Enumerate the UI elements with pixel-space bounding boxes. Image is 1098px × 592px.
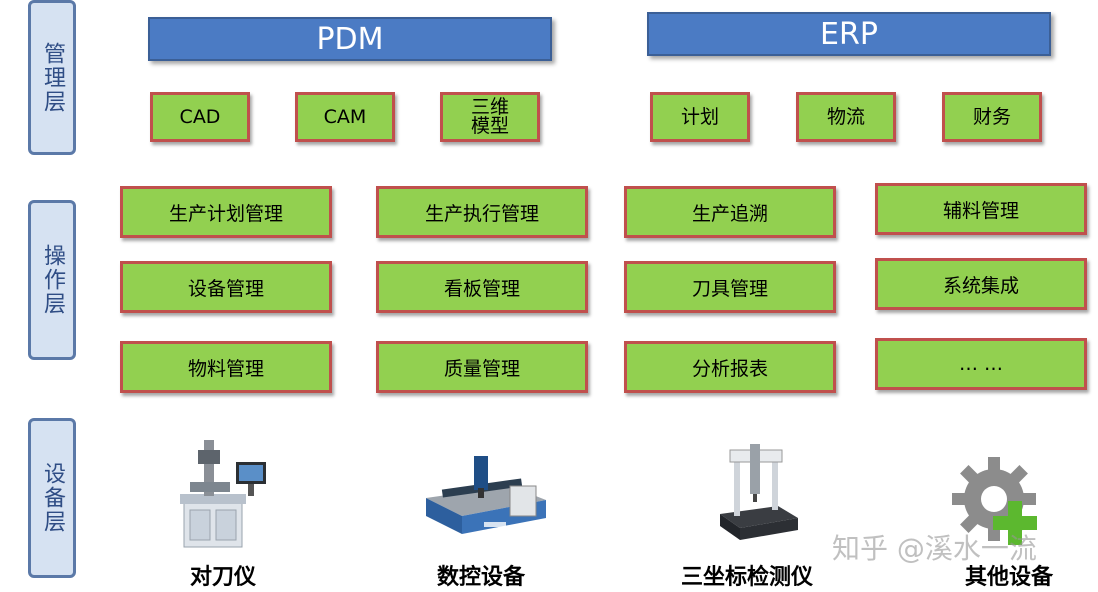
management-layer-text: 管理层 [40,41,65,114]
kanban-management-module: 看板管理 [376,261,588,313]
tool-management-module: 刀具管理 [624,261,836,313]
system-integration-module: 系统集成 [875,258,1087,310]
3d-model-line2: 模型 [470,115,509,137]
erp-banner: ERP [647,12,1051,56]
analysis-reports-module: 分析报表 [624,341,836,393]
more-modules: … … [875,338,1087,390]
management-layer-label: 管理层 [28,0,76,155]
other-equipment-label: 其他设备 [965,565,1054,590]
material-management-module: 物料管理 [120,341,332,393]
plan-module: 计划 [650,92,750,142]
cmm-label: 三坐标检测仪 [681,565,814,590]
cmm-image [720,444,798,540]
cad-module: CAD [150,92,250,142]
cam-module: CAM [295,92,395,142]
operation-layer-label: 操作层 [28,200,76,360]
production-planning-module: 生产计划管理 [120,186,332,238]
3d-model-line1: 三维 [470,96,509,118]
equipment-management-module: 设备管理 [120,261,332,313]
logistics-module: 物流 [796,92,896,142]
watermark: 知乎 @溪水一流 [832,532,1037,565]
gear-plus-icon [952,457,1037,545]
quality-management-module: 质量管理 [376,341,588,393]
cnc-equipment-label: 数控设备 [437,565,526,590]
tool-setter-image [180,440,266,548]
pdm-banner: PDM [148,17,552,61]
cnc-machine-image [426,456,546,534]
production-execution-module: 生产执行管理 [376,186,588,238]
equipment-layer-text: 设备层 [40,462,65,534]
production-traceability-module: 生产追溯 [624,186,836,238]
auxiliary-materials-module: 辅料管理 [875,183,1087,235]
operation-layer-text: 操作层 [40,244,65,316]
finance-module: 财务 [942,92,1042,142]
equipment-layer-label: 设备层 [28,418,76,578]
3d-model-module: 三维 模型 [440,92,540,142]
tool-setter-label: 对刀仪 [190,565,257,590]
